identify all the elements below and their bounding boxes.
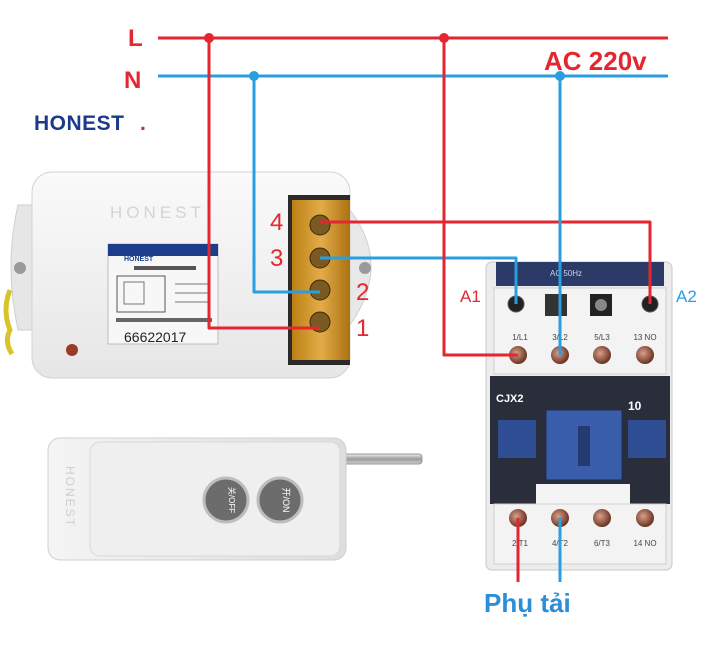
remote-off-button[interactable] — [202, 476, 250, 524]
voltage-label: AC 220v — [544, 46, 647, 76]
wire-terminal-3-to-a1 — [320, 256, 518, 304]
contactor-coil-label: AC 50Hz — [550, 269, 582, 278]
honest-logo: HONEST . — [34, 112, 146, 135]
coil-label-a2: A2 — [676, 287, 697, 306]
remote-off-label: 关/OFF — [227, 487, 237, 513]
contactor-top-plate — [496, 262, 664, 286]
remote-antenna — [339, 453, 423, 465]
top-terminal-slot-3 — [545, 294, 567, 316]
bottom-terminal-label-3: 6/T3 — [594, 539, 611, 548]
remote-embossed-brand: HONEST — [63, 466, 77, 528]
logo-mark: . — [140, 112, 146, 135]
bottom-screw-3 — [593, 509, 611, 527]
receiver-embossed-brand: HONEST — [110, 203, 205, 222]
receiver-unit: HONEST HONEST 66622017 — [3, 171, 372, 379]
mounting-hole-right — [359, 262, 371, 274]
line-wire-to-terminal-1 — [207, 38, 320, 330]
contactor-model: CJX2 — [496, 393, 524, 405]
terminal-label-1: 1 — [356, 315, 369, 342]
antenna-coil — [3, 289, 15, 356]
terminal-screw-2 — [309, 279, 331, 301]
contactor-window-left — [498, 420, 536, 458]
line-label: L — [128, 25, 143, 52]
contactor-label-plate — [536, 484, 630, 504]
wire-terminal-4-to-a2 — [320, 220, 652, 304]
sticker-circuit-diagram — [116, 275, 166, 313]
top-terminal-label-1: 1/L1 — [512, 333, 528, 342]
bottom-screw-4 — [636, 509, 654, 527]
remote-control: HONEST 关/OFF 开/ON — [47, 437, 423, 561]
junction-dot-n-1 — [249, 71, 259, 81]
top-screw-4 — [636, 346, 654, 364]
terminal-label-4: 4 — [270, 209, 283, 236]
top-terminal-label-4: 13 NO — [633, 333, 656, 342]
contactor-armature-slot — [578, 426, 590, 466]
contactor-window-right — [628, 420, 666, 458]
bottom-terminal-label-4: 14 NO — [633, 539, 656, 548]
contactor: AC 50Hz 1/L1 3/L2 5/L3 13 NO CJX2 10 2/T… — [485, 261, 673, 571]
terminal-label-3: 3 — [270, 245, 283, 272]
top-screw-3 — [593, 346, 611, 364]
neutral-label: N — [124, 67, 141, 94]
sticker-chinese-text — [134, 266, 196, 270]
remote-on-button[interactable] — [256, 476, 304, 524]
status-led — [66, 344, 78, 356]
line-wire-to-l1 — [442, 38, 518, 357]
load-label: Phụ tải — [484, 588, 571, 618]
sticker-header-band — [108, 244, 218, 256]
junction-dot-l-2 — [439, 33, 449, 43]
top-terminal-label-3: 5/L3 — [594, 333, 610, 342]
junction-dot-n-2 — [555, 71, 565, 81]
sticker-circuit-inner — [123, 281, 145, 305]
neutral-wire-to-terminal-2 — [252, 76, 320, 294]
top-terminal-center-screw — [595, 299, 607, 311]
coil-label-a1: A1 — [460, 287, 481, 306]
sticker-footer-band — [116, 318, 212, 322]
terminal-screw-4 — [309, 214, 331, 236]
junction-dot-l-1 — [204, 33, 214, 43]
sticker-brand: HONEST — [124, 256, 154, 263]
mounting-hole-left — [14, 262, 26, 274]
bottom-terminal-label-1: 2/T1 — [512, 539, 529, 548]
terminal-label-2: 2 — [356, 279, 369, 306]
logo-text: HONEST — [34, 112, 125, 135]
receiver-sticker — [107, 243, 219, 345]
contactor-rating: 10 — [628, 399, 642, 413]
remote-on-label: 开/ON — [281, 487, 291, 512]
receiver-serial: 66622017 — [124, 329, 187, 345]
wires — [158, 36, 668, 582]
